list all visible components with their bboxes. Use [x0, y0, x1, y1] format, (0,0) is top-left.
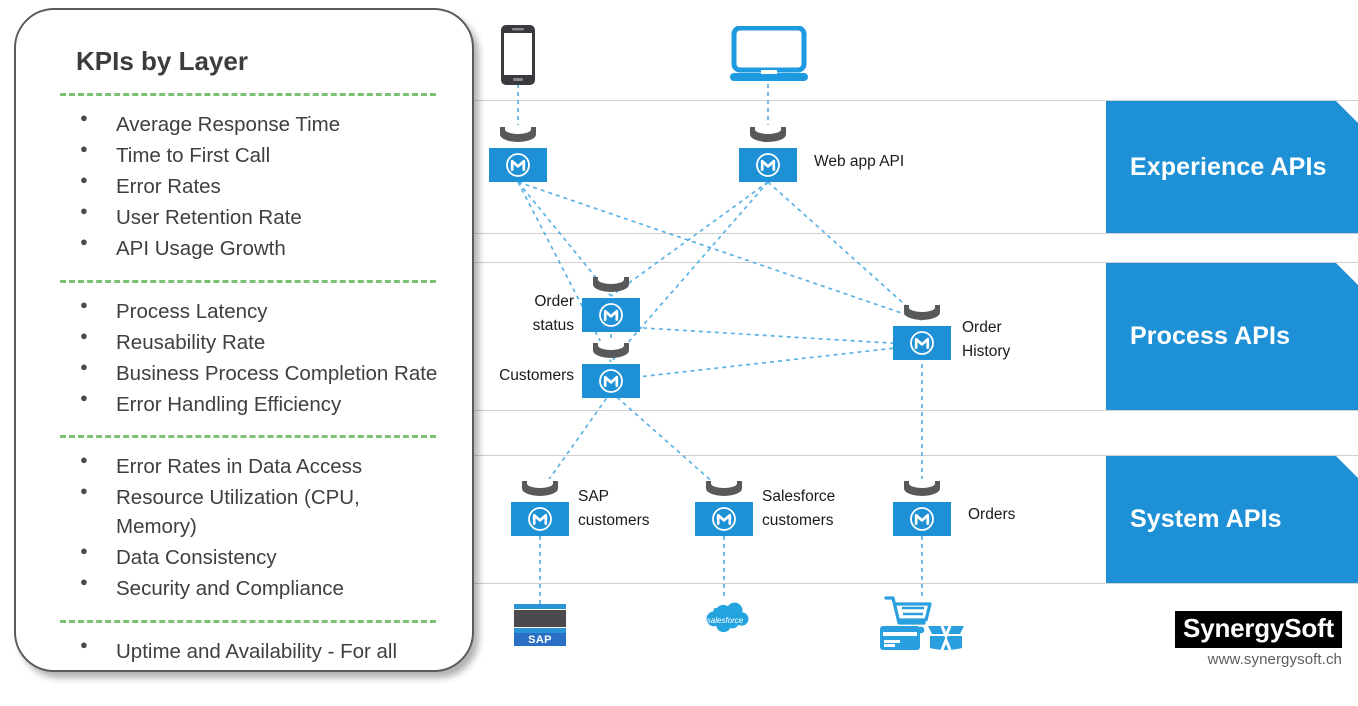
kpi-group-experience: Average Response Time Time to First Call…	[58, 109, 442, 264]
kpi-divider	[60, 434, 436, 438]
api-icon-hat-notch	[505, 125, 531, 134]
api-icon-body	[893, 502, 951, 536]
kpi-group-crosscutting: Uptime and Availability - For all	[58, 636, 442, 666]
kpi-divider	[60, 279, 436, 283]
laptop-icon	[730, 25, 808, 87]
kpi-item: Error Rates in Data Access	[58, 451, 442, 481]
api-icon-hat-notch	[711, 479, 737, 488]
kpi-group-process: Process Latency Reusability Rate Busines…	[58, 296, 442, 419]
brand-url: www.synergysoft.ch	[1207, 651, 1342, 668]
api-icon-hat-notch	[755, 125, 781, 134]
api-icon-hat-notch	[598, 341, 624, 350]
kpi-item: Security and Compliance	[58, 573, 442, 603]
api-node-mobile-app-api[interactable]	[489, 125, 547, 182]
api-icon-body	[582, 364, 640, 398]
api-node-label-order-history: Order History	[962, 319, 1011, 360]
brand-logo: SynergySoft www.synergysoft.ch	[1175, 611, 1342, 668]
api-node-label-customers: Customers	[499, 367, 574, 384]
api-node-orders[interactable]	[893, 479, 951, 536]
band-separator-line	[462, 100, 1358, 101]
api-node-salesforce-customers[interactable]	[695, 479, 753, 536]
band-separator-line	[462, 583, 1358, 584]
band-separator-line	[462, 455, 1358, 456]
api-node-label-order-status: Order status	[532, 293, 574, 334]
api-icon-hat-notch	[909, 479, 935, 488]
sap-logo-text: SAP	[514, 633, 566, 646]
kpi-item: Time to First Call	[58, 140, 442, 170]
api-icon-body	[695, 502, 753, 536]
band-separator-line	[462, 233, 1358, 234]
kpi-card: KPIs by Layer Average Response Time Time…	[14, 8, 474, 672]
mulesoft-m-icon	[599, 369, 623, 393]
kpi-item: Uptime and Availability - For all	[58, 636, 442, 666]
kpi-item: Process Latency	[58, 296, 442, 326]
layer-banner-label: System APIs	[1130, 505, 1282, 533]
layer-banner-experience: Experience APIs	[1106, 101, 1358, 233]
sap-logo-stripe	[514, 610, 566, 627]
api-node-customers[interactable]	[582, 341, 640, 398]
api-node-label-salesforce-customers: Salesforce customers	[762, 488, 836, 529]
kpi-item: Data Consistency	[58, 542, 442, 572]
mulesoft-m-icon	[910, 507, 934, 531]
kpi-item: Average Response Time	[58, 109, 442, 139]
layer-banner-system: System APIs	[1106, 456, 1358, 583]
api-node-label-orders: Orders	[968, 506, 1016, 523]
layer-banner-label: Process APIs	[1130, 322, 1291, 350]
kpi-item: Business Process Completion Rate	[58, 358, 442, 388]
api-icon-body	[739, 148, 797, 182]
kpi-divider	[60, 93, 436, 96]
mulesoft-m-icon	[712, 507, 736, 531]
api-node-order-history[interactable]	[893, 303, 951, 360]
api-icon-body	[511, 502, 569, 536]
api-node-label-sap-customers: SAP customers	[578, 488, 650, 529]
api-icon-body	[893, 326, 951, 360]
kpi-divider	[60, 619, 436, 623]
band-separator-line	[462, 410, 1358, 411]
kpi-item: Reusability Rate	[58, 327, 442, 357]
api-icon-body	[489, 148, 547, 182]
kpi-item: User Retention Rate	[58, 202, 442, 232]
api-node-web-app-api[interactable]	[739, 125, 797, 182]
api-node-label-web-app-api: Web app API	[814, 153, 905, 170]
layer-banner-process: Process APIs	[1106, 263, 1358, 410]
ecommerce-icon	[880, 592, 966, 657]
mulesoft-m-icon	[599, 303, 623, 327]
mulesoft-m-icon	[506, 153, 530, 177]
kpi-item: Error Handling Efficiency	[58, 389, 442, 419]
api-node-sap-customers[interactable]	[511, 479, 569, 536]
band-separator-line	[462, 262, 1358, 263]
kpi-item: Resource Utilization (CPU, Memory)	[58, 482, 442, 541]
mulesoft-m-icon	[756, 153, 780, 177]
sap-logo-stripe	[514, 604, 566, 609]
kpi-item: Error Rates	[58, 171, 442, 201]
mulesoft-m-icon	[528, 507, 552, 531]
api-icon-hat-notch	[527, 479, 553, 488]
mobile-phone-icon	[498, 24, 538, 91]
sap-logo-stripe	[514, 628, 566, 633]
api-node-order-status[interactable]	[582, 275, 640, 332]
kpi-card-title: KPIs by Layer	[76, 46, 248, 76]
salesforce-logo-icon: salesforce	[693, 598, 757, 649]
brand-name: SynergySoft	[1175, 611, 1342, 648]
mulesoft-m-icon	[910, 331, 934, 355]
layer-banner-label: Experience APIs	[1130, 152, 1327, 181]
salesforce-logo-text: salesforce	[707, 616, 744, 625]
api-icon-hat-notch	[598, 275, 624, 284]
kpi-item: API Usage Growth	[58, 233, 442, 263]
api-icon-hat-notch	[909, 303, 935, 312]
api-icon-body	[582, 298, 640, 332]
kpi-group-system: Error Rates in Data Access Resource Util…	[58, 451, 442, 604]
